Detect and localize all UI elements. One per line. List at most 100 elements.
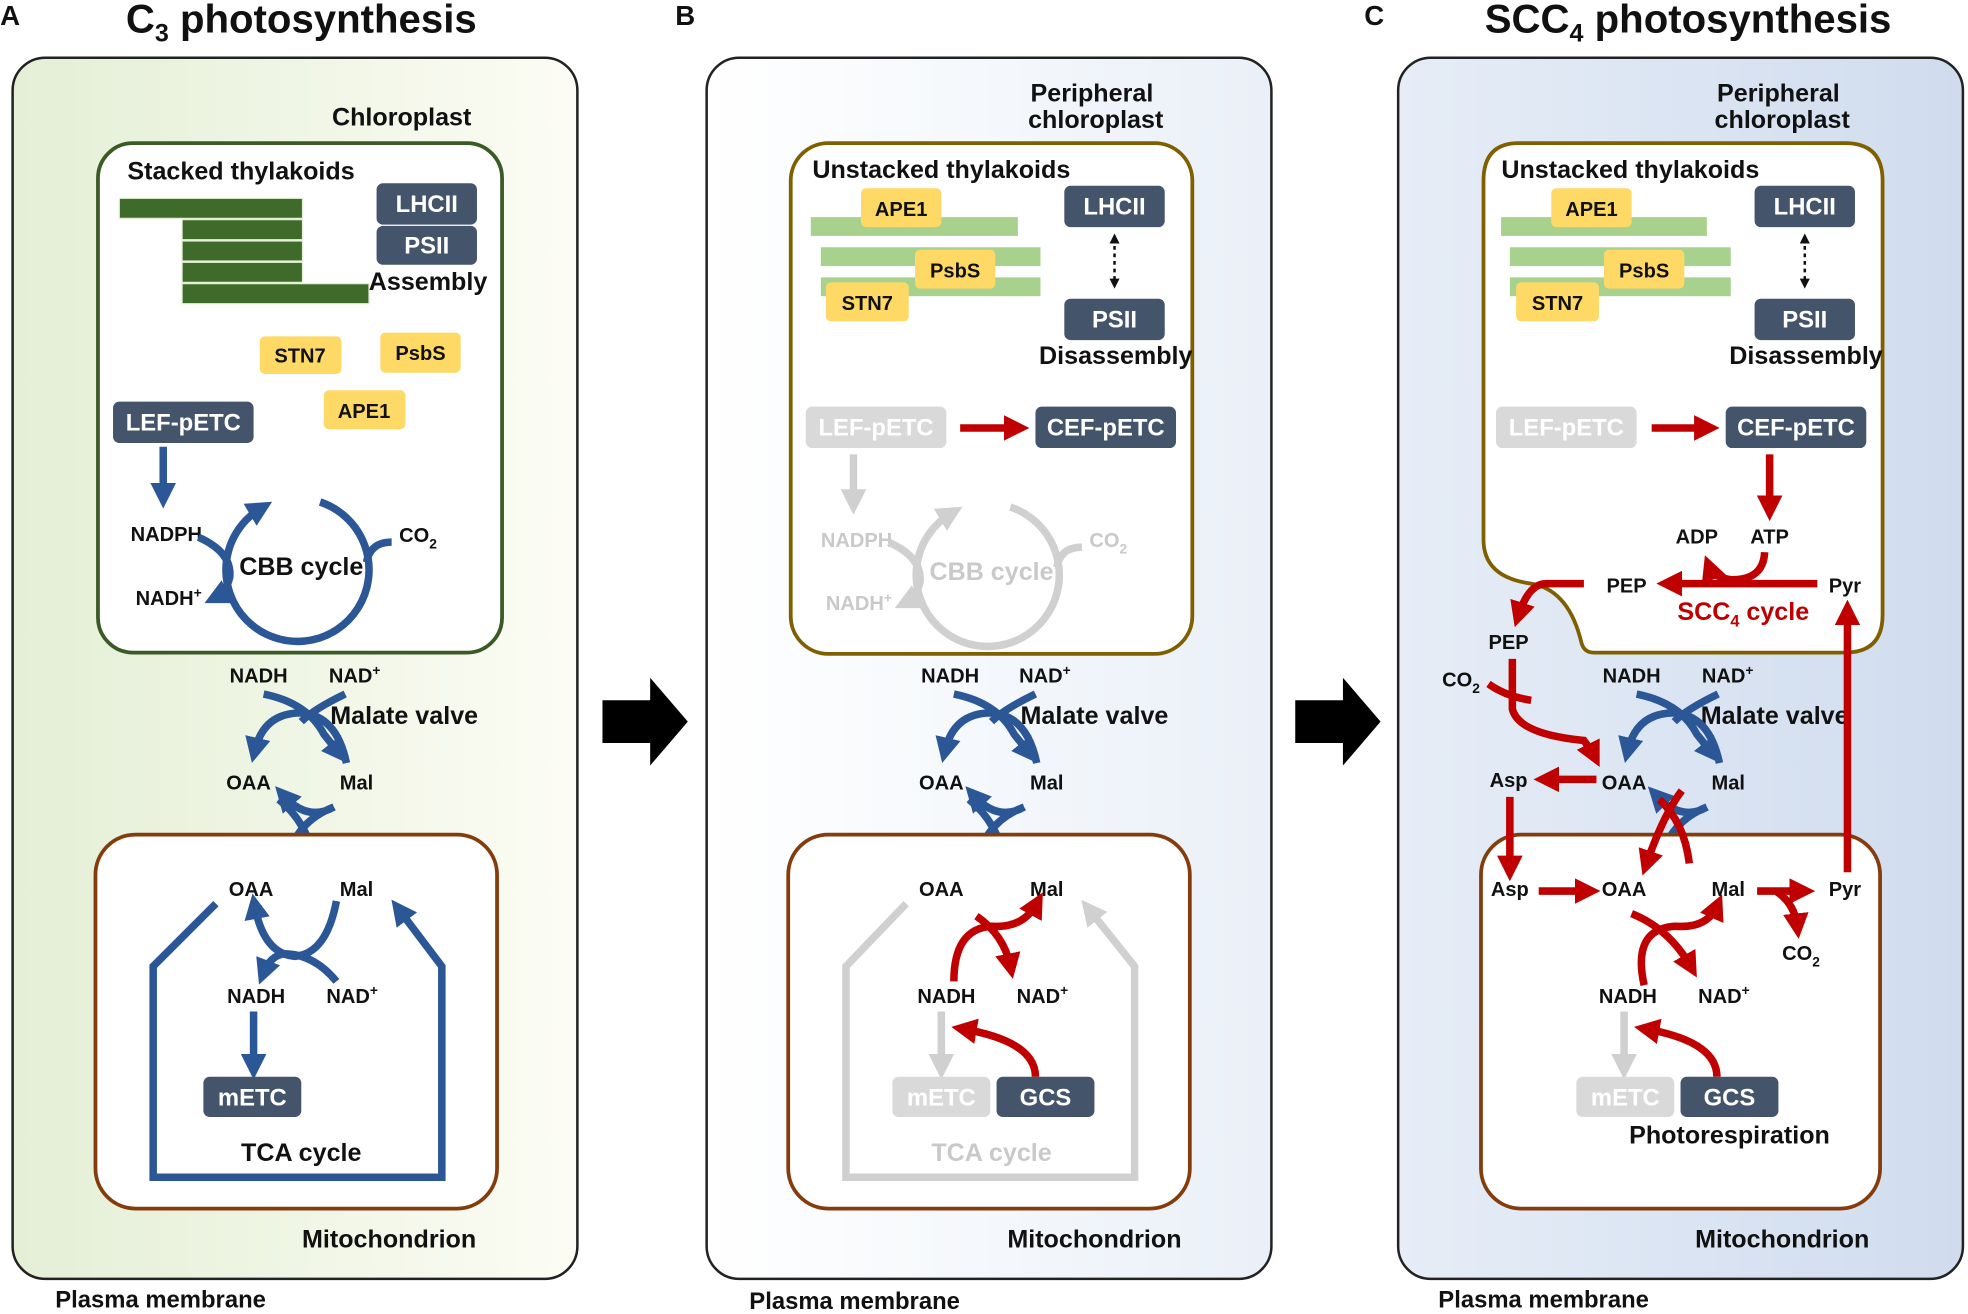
panel-b-nad: NAD+ [1019,663,1071,688]
panel-b-oaa: OAA [919,772,964,794]
panel-a-psii-box [376,225,477,265]
panel-c-mitochondrion-label: Mitochondrion [1695,1225,1869,1253]
malate-nad-arrow [988,690,1038,725]
panel-c-m-nad: NAD+ [1698,983,1750,1008]
panel-b-lhcii-box [1064,185,1165,228]
panel-a-nadh-plus: NADH+ [136,585,202,610]
panel-a-stn7: STN7 [274,346,325,368]
panel-b-mal: Mal [1030,772,1063,794]
panel-c-peripheral-2: chloroplast [1715,106,1851,134]
panel-a-lef-petc: LEF-pETC [126,409,241,436]
thylakoid-layer [181,219,304,241]
panel-c-pyr-in: Pyr [1829,575,1862,597]
panel-c-stn7-box [1516,282,1599,322]
panel-b-cbb-arrows [887,503,1083,651]
co2-join-arrow [1486,680,1532,705]
panel-c-atp: ATP [1750,526,1789,548]
panel-c-m-asp: Asp [1491,879,1529,901]
panel-c-m-nadh: NADH [1599,986,1657,1008]
panel-c-pep-in: PEP [1606,575,1646,597]
panel-a-nadph: NADPH [131,524,202,546]
panel-a-plasma-membrane: Plasma membrane [55,1287,266,1314]
panel-b-nadh: NADH [921,666,979,688]
tca-nad-arrow [256,950,340,985]
panel-b-nadph: NADPH [821,530,892,552]
panel-c-metc: mETC [1591,1085,1660,1112]
panel-b-psii: PSII [1092,307,1137,334]
panel-b-tca-gray [842,899,1139,1181]
panel-a-co2: CO2 [399,525,437,551]
panel-a: A C3 photosynthesis Plasma membrane Chlo… [0,0,579,1314]
panel-a-ape1-box [323,390,406,430]
panel-c-mal: Mal [1711,772,1744,794]
malate-nadh-arrow [953,690,1038,764]
transition-arrow-b-to-c [1295,677,1381,766]
panel-c-pep-out: PEP [1489,632,1529,654]
thylakoid-layer [181,240,304,262]
malate-nad-arrow [298,690,347,725]
tca-cycle-loop [842,899,1139,1181]
panel-a-nad: NAD+ [329,663,381,688]
panel-b-letter: B [675,0,695,31]
panel-c-peripheral-1: Peripheral [1717,80,1840,108]
panel-c-psii-box [1754,298,1855,341]
panel-a-letter: A [0,0,20,31]
panel-a-lhcii-box [376,183,477,225]
panel-a-mitochondrion-label: Mitochondrion [302,1225,476,1253]
transition-arrow-a-to-b [602,677,688,766]
panel-a-m-oaa: OAA [229,879,274,901]
panel-b-ape1: APE1 [875,199,927,221]
panel-a-oaa: OAA [226,772,271,794]
pep-oaa-arrow [1508,658,1600,767]
panel-a-cbb-cycle: CBB cycle [239,553,363,581]
panel-b-mitochondrion-label: Mitochondrion [1007,1225,1181,1253]
m-nad-arrow [1630,910,1697,978]
panel-b-m-oaa: OAA [919,879,964,901]
panel-c-disassembly: Disassembly [1729,342,1882,370]
gcs-nadh-arrow [1634,1018,1721,1078]
panel-c-gcs: GCS [1704,1085,1756,1112]
panel-b-metc: mETC [907,1085,976,1112]
pep-out-arrow [1510,579,1584,628]
panel-c-adp: ADP [1676,526,1718,548]
panel-a-metc-box [203,1076,302,1117]
panel-a-tca-arrows [149,893,446,1181]
panel-b: B Plasma membrane Peripheral chloroplast… [675,0,1273,1314]
panel-b-malate-valve: Malate valve [1021,702,1169,730]
panel-a-mal: Mal [340,772,373,794]
panel-b-cef-petc-box [1035,406,1177,449]
panel-c-nad: NAD+ [1702,663,1754,688]
panel-a-title: C3 photosynthesis [126,0,477,47]
panel-b-psii-box [1064,298,1165,341]
mal-co2-arrow [1773,887,1809,939]
panel-b-psbs: PsbS [930,260,980,282]
panel-c-lef-petc: LEF-pETC [1509,414,1624,441]
panel-a-malate-valve: Malate valve [330,702,478,730]
thylakoid-layer [181,283,370,305]
panel-a-assembly: Assembly [369,268,488,296]
panel-c-lhcii: LHCII [1774,194,1836,221]
panel-c-psii: PSII [1782,307,1827,334]
panel-c-letter: C [1364,0,1384,31]
thylakoid-layer [181,261,304,284]
stacked-thylakoids-graphic [118,197,370,305]
gcs-nadh-arrow [951,1018,1040,1078]
panel-a-psbs: PsbS [395,343,445,365]
panel-c-red-arrows [1486,454,1861,1078]
panel-c-m-pyr: Pyr [1829,879,1862,901]
panel-a-tca-cycle: TCA cycle [241,1139,361,1167]
panel-b-metc-box [892,1076,991,1117]
panel-c-plasma-membrane: Plasma membrane [1438,1287,1649,1314]
panel-b-lef-petc: LEF-pETC [818,414,933,441]
panel-b-chloroplast [788,141,1195,656]
panel-c-gcs-box [1680,1076,1779,1117]
panel-b-nadh-plus: NADH+ [826,590,892,615]
panel-b-lef-petc-box [805,406,947,449]
panel-c-cef-petc-box [1725,406,1867,449]
panel-b-stn7: STN7 [842,293,893,315]
panel-a-chloroplast-label: Chloroplast [332,104,472,132]
panel-a-m-nadh: NADH [227,986,285,1008]
nad-red-arrow [974,913,1021,979]
panel-a-psbs-box [380,332,461,373]
